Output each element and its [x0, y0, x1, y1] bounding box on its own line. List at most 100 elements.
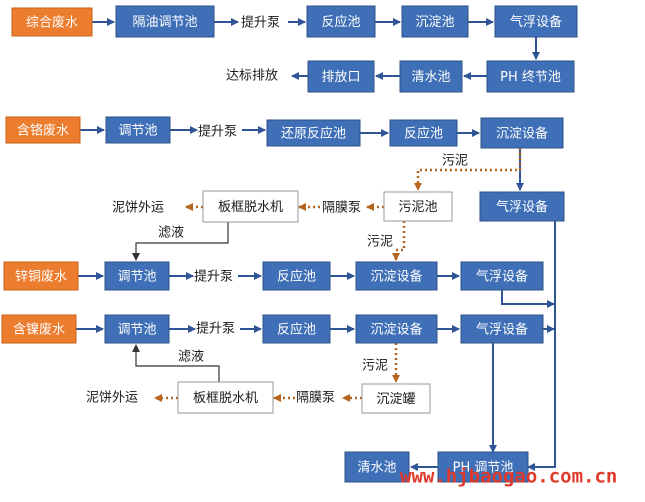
node-label: 调节池	[117, 270, 156, 285]
node-box	[11, 7, 93, 37]
node-box	[306, 5, 376, 38]
node-label: 反应池	[404, 126, 443, 142]
node-chendianchi-1: 沉淀池	[401, 5, 469, 38]
node-box	[262, 314, 331, 344]
node-tiaojiechi-4: 调节池	[104, 314, 170, 344]
edge-label-nibing-2: 泥饼外运	[86, 391, 138, 406]
node-xintong-feishui: 锌铜废水	[3, 261, 79, 291]
filtrate-return-arrow	[132, 344, 220, 382]
node-label: 调节池	[118, 124, 157, 139]
edge-label-tisheng-3: 提升泵	[194, 269, 233, 285]
node-label: PH 调节池	[453, 461, 514, 476]
node-box	[177, 381, 274, 414]
node-label: 沉淀设备	[370, 322, 422, 338]
node-fanyingchi-1: 反应池	[306, 5, 376, 38]
node-box	[344, 451, 410, 483]
edge-label-wuni-2: 污泥	[367, 235, 393, 250]
node-box	[460, 314, 544, 344]
node-label: 含铬废水	[17, 123, 69, 139]
edge-label-gemo-1: 隔膜泵	[322, 201, 361, 216]
node-box	[355, 261, 438, 291]
node-label: 含镍废水	[13, 322, 65, 338]
node-bankuang-1: 板框脱水机	[202, 190, 299, 223]
node-chendian-shebei-2: 沉淀设备	[480, 117, 564, 149]
edge-label-wuni-3: 污泥	[362, 359, 388, 374]
node-hannie-feishui: 含镍废水	[1, 314, 77, 344]
node-label: 排放口	[321, 70, 360, 85]
node-huanyuan-fanyingchi: 还原反应池	[266, 119, 361, 147]
filtrate-return-arrow	[132, 222, 229, 261]
edge-label-tisheng-1: 提升泵	[241, 15, 280, 31]
process-nodes: 综合废水隔油调节池反应池沉淀池气浮设备PH 终节池清水池排放口含铬废水调节池还原…	[1, 5, 578, 483]
edge-label-lvye-1: 滤液	[158, 226, 184, 241]
node-label: 沉淀设备	[370, 269, 422, 285]
node-geyou-tiaojiechi: 隔油调节池	[115, 5, 215, 38]
watermark-text: www.hjbaogao.com.cn	[400, 466, 617, 488]
node-label: 反应池	[277, 322, 316, 338]
node-label: 沉淀设备	[496, 126, 548, 142]
edge-label-lvye-2: 滤液	[178, 350, 204, 365]
node-wunichi: 污泥池	[383, 191, 453, 222]
node-tiaojiechi-2: 调节池	[105, 116, 171, 144]
node-box	[399, 60, 463, 93]
water-flow-arrow	[527, 221, 556, 471]
edge-label-tisheng-4: 提升泵	[196, 321, 235, 337]
node-box	[355, 314, 438, 344]
node-qifu-shebei-2: 气浮设备	[479, 191, 565, 222]
node-fanyingchi-3: 反应池	[262, 261, 331, 291]
node-label: 锌铜废水	[15, 269, 67, 285]
node-tiaojiechi-3: 调节池	[104, 261, 170, 291]
node-box	[494, 5, 578, 38]
node-box	[383, 191, 453, 222]
node-label: 综合废水	[26, 15, 78, 31]
node-box	[1, 314, 77, 344]
flow-connectors	[76, 18, 556, 471]
node-label: 隔油调节池	[132, 15, 197, 30]
node-box	[5, 116, 81, 144]
node-zonghe-feishui: 综合废水	[11, 7, 93, 37]
node-label: 清水池	[357, 461, 396, 476]
sludge-flow-arrow	[392, 221, 406, 261]
node-box	[104, 261, 170, 291]
node-qifu-shebei-3: 气浮设备	[460, 261, 544, 291]
node-box	[486, 60, 575, 93]
water-flow-arrow	[501, 290, 555, 308]
node-box	[266, 119, 361, 147]
node-label: 板框脱水机	[218, 200, 283, 215]
node-box	[307, 60, 375, 93]
node-fanyingchi-4: 反应池	[262, 314, 331, 344]
node-box	[479, 191, 565, 222]
node-hange-feishui: 含铬废水	[5, 116, 81, 144]
node-box	[460, 261, 544, 291]
node-label: PH 终节池	[500, 69, 561, 85]
node-box	[361, 383, 431, 414]
node-qifu-shebei-1: 气浮设备	[494, 5, 578, 38]
node-box	[104, 314, 170, 344]
node-box	[105, 116, 171, 144]
node-label: 反应池	[321, 14, 360, 30]
edge-label-dabiao-paifang: 达标排放	[226, 69, 278, 84]
node-box	[389, 119, 458, 147]
node-label: 还原反应池	[281, 126, 346, 142]
node-label: 调节池	[117, 323, 156, 338]
node-ph-tiaojiechi: PH 调节池	[437, 451, 529, 483]
node-label: 沉淀池	[415, 15, 454, 30]
edge-label-nibing-1: 泥饼外运	[112, 201, 164, 216]
node-box	[401, 5, 469, 38]
node-label: 气浮设备	[496, 199, 548, 215]
node-label: 清水池	[411, 70, 450, 85]
node-label: 沉淀罐	[376, 392, 415, 407]
edge-label-wuni-1: 污泥	[442, 154, 468, 169]
node-box	[480, 117, 564, 149]
node-ph-zhongjiechi: PH 终节池	[486, 60, 575, 93]
node-label: 板框脱水机	[193, 391, 258, 406]
node-label: 气浮设备	[476, 322, 528, 338]
node-box	[262, 261, 331, 291]
node-chendian-shebei-3: 沉淀设备	[355, 261, 438, 291]
node-box	[3, 261, 79, 291]
edge-label-tisheng-2: 提升泵	[198, 124, 237, 140]
node-box	[115, 5, 215, 38]
node-bankuang-2: 板框脱水机	[177, 381, 274, 414]
node-paifangkou: 排放口	[307, 60, 375, 93]
